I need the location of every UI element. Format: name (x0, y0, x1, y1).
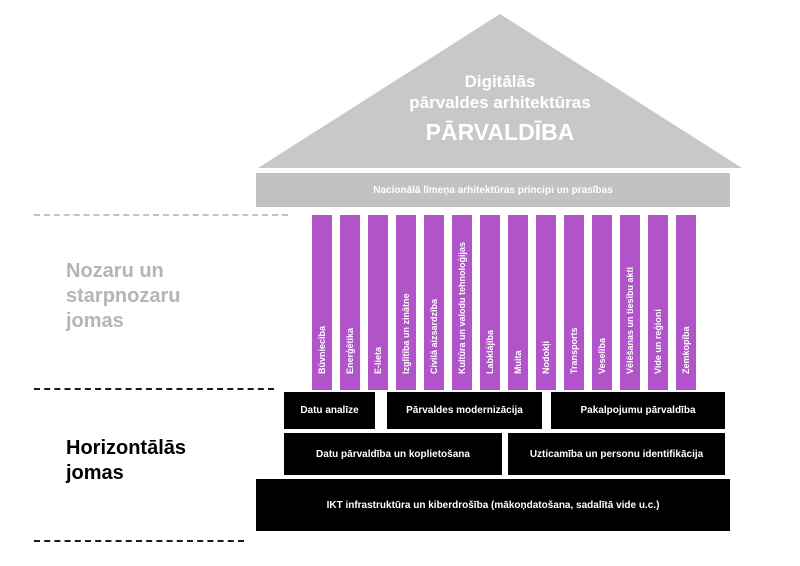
pillar-veseliba: Veselība (592, 215, 612, 390)
pillar-label: Veselība (597, 337, 607, 374)
roof-subtitle: PĀRVALDĪBA (425, 119, 575, 145)
beam-label: Nacionālā līmeņa arhitektūras principi u… (373, 184, 613, 196)
block-datu-analize: Datu analīze (284, 392, 375, 429)
pillar-civila-aizsardziba: Civilā aizsardzība (424, 215, 444, 390)
horizontal-label-line-1: Horizontālās (66, 437, 187, 459)
block-label: IKT infrastruktūra un kiberdrošība (māko… (326, 499, 660, 511)
pillar-transports: Transports (564, 215, 584, 390)
block-label: Datu pārvaldība un koplietošana (316, 448, 470, 460)
pillar-label: Vide un reģioni (653, 309, 663, 374)
block-pakalpojumu-parvaldiba: Pakalpojumu pārvaldība (551, 392, 725, 429)
block-uzticamiba: Uzticamība un personu identifikācija (508, 433, 725, 475)
pillar-label: Enerģētika (345, 327, 355, 374)
block-label: Pārvaldes modernizācija (406, 405, 523, 416)
pillar-label: Transports (569, 327, 579, 374)
sectoral-label-line-1: Nozaru un (66, 260, 164, 282)
pillar-label: Nodokļi (541, 341, 551, 374)
pillar-label: Labklājība (485, 329, 495, 374)
pillar-label: Kultūra un valodu tehnoloģijas (457, 241, 467, 374)
separator-top (34, 214, 288, 216)
pillar-label: Civilā aizsardzība (429, 298, 439, 374)
roof-title-line-2: pārvaldes arhitektūras (409, 93, 591, 112)
separator-middle (34, 388, 274, 390)
pillar-velesanas: Vēlēšanas un tiesību akti (620, 215, 640, 390)
pillar-label: Muita (513, 350, 523, 375)
block-datu-parvaldiba: Datu pārvaldība un koplietošana (284, 433, 502, 475)
pillar-buvnieciba: Būvniecība (312, 215, 332, 390)
block-label: Pakalpojumu pārvaldība (580, 405, 696, 416)
roof-title-line-1: Digitālās (464, 72, 536, 91)
pillar-kultura: Kultūra un valodu tehnoloģijas (452, 215, 472, 390)
pillar-energetika: Enerģētika (340, 215, 360, 390)
pillar-label: Zemkopība (681, 326, 691, 374)
block-ikt-infrastruktura: IKT infrastruktūra un kiberdrošība (māko… (256, 479, 730, 531)
pillar-label: Izglītība un zinātne (401, 293, 411, 375)
pillar-label: E-lieta (373, 346, 383, 374)
pillar-e-lieta: E-lieta (368, 215, 388, 390)
block-label: Datu analīze (300, 405, 359, 416)
sectoral-areas-label: Nozaru un starpnozaru jomas (66, 259, 180, 334)
separator-bottom (34, 540, 244, 542)
pillar-label: Būvniecība (317, 325, 327, 374)
pillar-muita: Muita (508, 215, 528, 390)
horizontal-label-line-2: jomas (66, 462, 124, 484)
pillar-nodokli: Nodokļi (536, 215, 556, 390)
pillar-zemkopiba: Zemkopība (676, 215, 696, 390)
pillar-label: Vēlēšanas un tiesību akti (625, 266, 635, 374)
architecture-principles-beam: Nacionālā līmeņa arhitektūras principi u… (256, 173, 730, 207)
sectoral-label-line-2: starpnozaru (66, 285, 181, 307)
block-label: Uzticamība un personu identifikācija (529, 448, 704, 460)
pillar-izglitiba: Izglītība un zinātne (396, 215, 416, 390)
sectoral-label-line-3: jomas (66, 310, 124, 332)
pillar-labklajiba: Labklājība (480, 215, 500, 390)
block-parvaldes-modernizacija: Pārvaldes modernizācija (387, 392, 542, 429)
pillar-vide: Vide un reģioni (648, 215, 668, 390)
horizontal-areas-label: Horizontālās jomas (66, 436, 186, 486)
